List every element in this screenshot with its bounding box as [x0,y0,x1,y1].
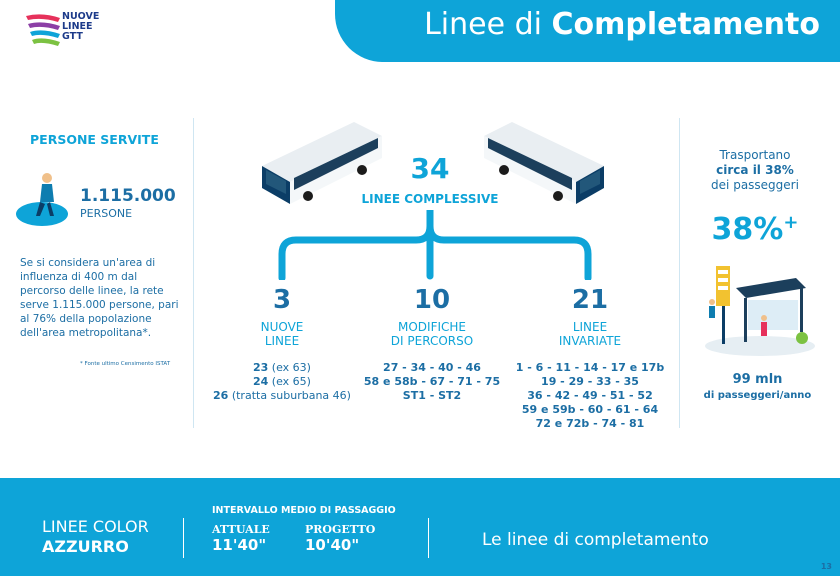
page-number: 13 [820,562,832,571]
persone-description: Se si considera un'area di influenza di … [20,257,179,339]
page-title: Linee di Completamento [424,7,820,42]
list-item: 58 e 58b - 67 - 71 - 75 [363,375,501,388]
total-lines-label: LINEE COMPLESSIVE [361,192,499,206]
footer-progetto-label: PROGETTO [305,523,376,536]
list-item: ST1 - ST2 [402,389,462,402]
list-item: 59 e 59b - 60 - 61 - 64 [521,403,659,416]
list-item: 1 - 6 - 11 - 14 - 17 e 17b [515,361,665,374]
footer-attuale-value: 11'40" [212,536,267,554]
invariate-number: 21 [571,285,609,315]
nuove-linee-list: 23 (ex 63) 24 (ex 65) 26 (tratta suburba… [182,361,382,403]
passeggeri-text: Trasportano circa il 38% dei passeggeri [711,148,799,192]
passeggeri-percent: 38%+ [711,212,799,247]
logo-stripes-icon [26,14,60,46]
logo [22,10,122,50]
footer-divider-2 [428,518,429,558]
list-item: 24 (ex 65) [253,375,311,388]
invariate-label: LINEE INVARIATE [558,320,622,348]
header-banner [335,0,840,62]
total-lines-number: 34 [410,152,450,185]
list-item: 36 - 42 - 49 - 51 - 52 [527,389,653,402]
list-item: 26 (tratta suburbana 46) [213,389,351,402]
footer-interval-title: INTERVALLO MEDIO DI PASSAGGIO [212,505,396,516]
bus-left-icon [258,118,386,212]
bracket-connector [270,206,600,284]
modifiche-list: 27 - 34 - 40 - 46 58 e 58b - 67 - 71 - 7… [332,361,532,403]
persone-servite-title: PERSONE SERVITE [30,132,159,147]
footer-divider-1 [183,518,184,558]
list-item: 72 e 72b - 74 - 81 [535,417,645,430]
footer-linee-color: LINEE COLOR [42,517,149,536]
footer-section-title: Le linee di completamento [482,530,709,550]
footer-azzurro: AZZURRO [42,537,129,556]
passeggeri-mln-label: di passeggeri/anno [703,390,812,401]
modifiche-number: 10 [413,285,451,315]
list-item: 23 (ex 63) [253,361,311,374]
divider-left [193,118,194,428]
footer-bar [0,478,840,576]
divider-right [679,118,680,428]
passeggeri-mln: 99 mln [732,372,783,387]
person-icon [14,168,76,234]
persone-number: 1.115.000 [80,186,176,206]
bus-stop-icon [700,258,815,367]
list-item: 27 - 34 - 40 - 46 [383,361,481,374]
invariate-list: 1 - 6 - 11 - 14 - 17 e 17b 19 - 29 - 33 … [490,361,690,431]
nuove-linee-label: NUOVE LINEE [260,320,304,348]
footer-progetto-value: 10'40" [305,536,360,554]
bus-right-icon [480,118,608,212]
nuove-linee-number: 3 [272,285,292,315]
persone-label: PERSONE [80,207,133,220]
footer-attuale-label: ATTUALE [212,523,270,536]
modifiche-label: MODIFICHE DI PERCORSO [390,320,474,348]
logo-text: NUOVE LINEE GTT [62,11,100,42]
list-item: 19 - 29 - 33 - 35 [541,375,639,388]
source-note: * Fonte ultimo Censimento ISTAT [80,361,171,367]
